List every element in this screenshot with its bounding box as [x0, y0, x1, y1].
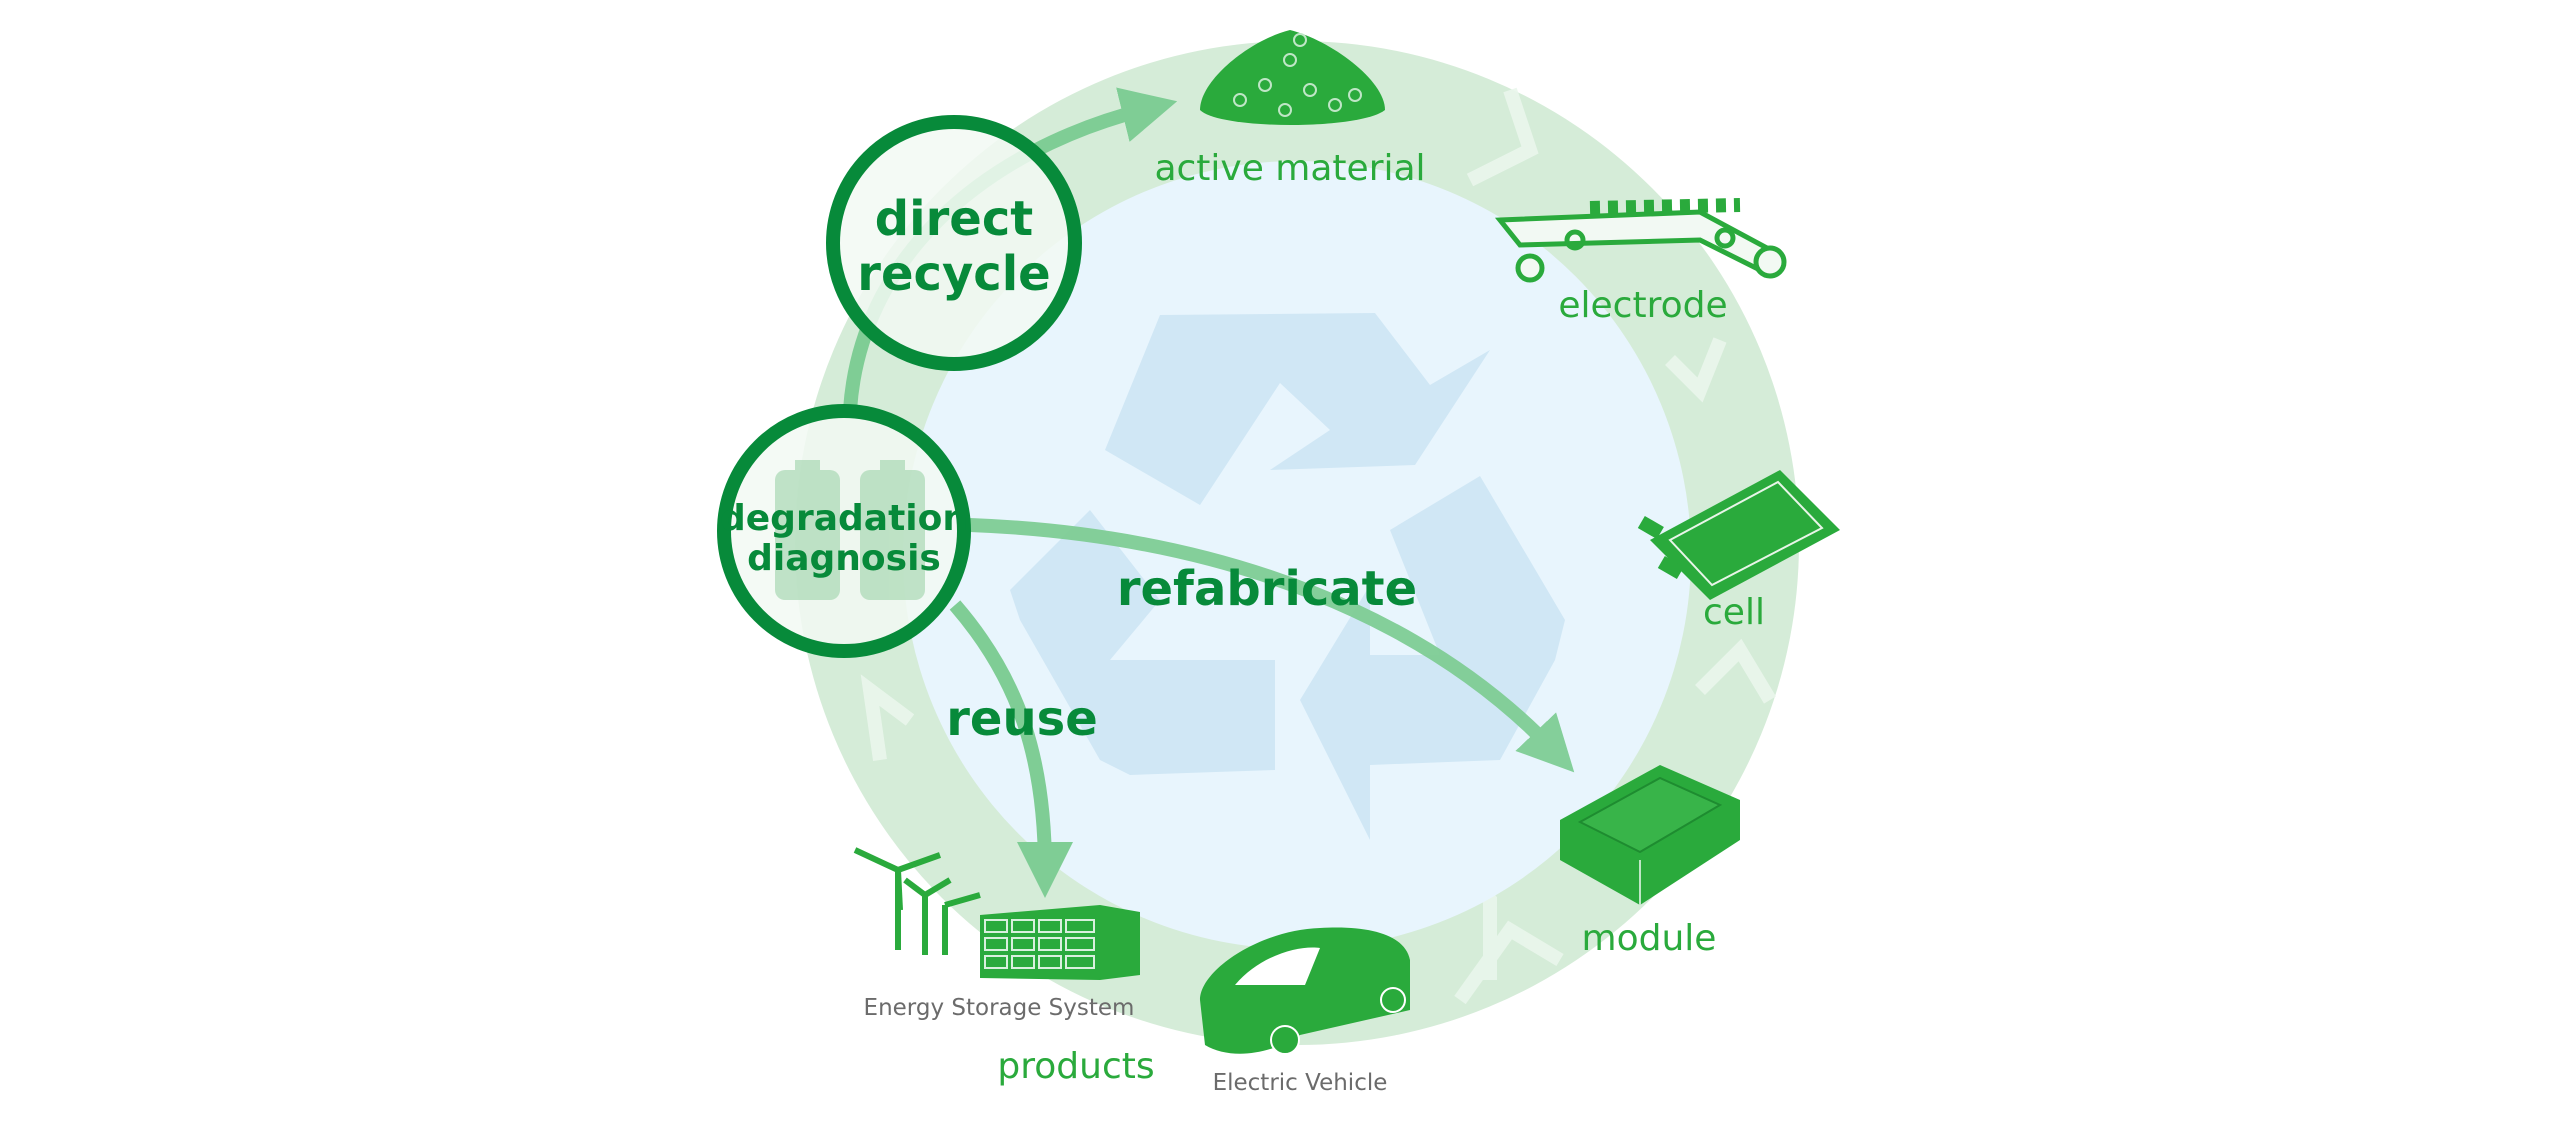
direct-recycle-label-line2: recycle — [857, 246, 1050, 302]
pouch-cell-icon — [1637, 470, 1840, 600]
direct-recycle-node: direct recycle — [826, 115, 1082, 371]
reuse-label: reuse — [946, 691, 1098, 747]
module-label: module — [1582, 918, 1717, 959]
cell-label: cell — [1703, 592, 1765, 633]
degradation-label-line2: diagnosis — [747, 538, 941, 579]
particle-pile-icon — [1200, 30, 1385, 125]
degradation-diagnosis-node: degradation diagnosis — [717, 404, 971, 658]
refabricate-arrow — [969, 518, 1575, 773]
active-material-label: active material — [1154, 148, 1425, 189]
car-icon — [1200, 927, 1410, 1055]
battery-icon — [775, 460, 925, 600]
degradation-label-line1: degradation — [720, 498, 968, 539]
energy-storage-label: Energy Storage System — [864, 995, 1135, 1021]
direct-recycle-label-line1: direct — [875, 191, 1033, 247]
battery-module-icon — [1560, 765, 1740, 905]
electric-vehicle-label: Electric Vehicle — [1213, 1070, 1388, 1096]
reuse-arrow — [949, 600, 1073, 898]
products-label: products — [997, 1046, 1154, 1087]
conveyor-icon — [1494, 198, 1787, 283]
wind-turbine-icon — [853, 847, 981, 955]
refabricate-label: refabricate — [1117, 561, 1417, 617]
electrode-label: electrode — [1558, 285, 1727, 326]
energy-storage-icon — [980, 905, 1140, 980]
